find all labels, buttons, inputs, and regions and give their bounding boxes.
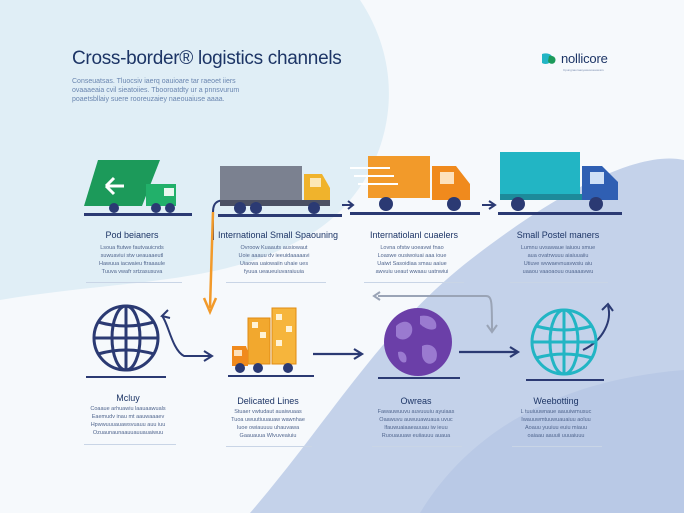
divider <box>226 446 312 447</box>
channel-label: Internatiolanl cuaelers <box>369 230 459 240</box>
page-title: Cross-border® logistics channels <box>72 48 342 69</box>
intro-line: ovaaaeaia cvil sieatoiies. Tbooroatdty u… <box>72 87 240 94</box>
brand-tagline: Cpungnaoroasyawvessaowsrs <box>563 68 604 72</box>
channel-label: Delicated Lines <box>237 396 299 406</box>
divider <box>86 282 182 283</box>
globe-icon <box>86 304 166 378</box>
cargo-truck-icon <box>228 307 314 377</box>
blue-truck-icon <box>498 152 622 215</box>
channel-label: Owreas <box>400 396 432 406</box>
channel-label: Mcluy <box>116 393 140 403</box>
intro-line: Conseuatsas. Tluocsiv iaerq oauioare tar… <box>72 78 236 85</box>
teal-globe-icon <box>526 308 604 381</box>
brand-name: nollicore <box>561 51 608 66</box>
divider <box>226 282 326 283</box>
channel-label: Small Postel maners <box>516 230 600 240</box>
brand-logo: nollicore <box>540 51 608 66</box>
intro-text: Conseuatsas. Tluocsiv iaerq oauioare tar… <box>72 77 242 104</box>
divider <box>364 282 464 283</box>
channel-label: Weebotting <box>533 396 579 406</box>
divider <box>372 446 462 447</box>
channel-label: Pod beianers <box>105 230 159 240</box>
purple-globe-icon <box>378 308 460 379</box>
divider <box>512 446 602 447</box>
orange-truck-icon <box>350 156 480 215</box>
divider <box>84 444 176 445</box>
logo-mark-icon <box>542 52 556 64</box>
channel-label: International Small Spaouning <box>217 230 339 240</box>
green-truck-icon <box>84 160 192 216</box>
grey-truck-icon <box>218 166 342 217</box>
divider <box>510 282 608 283</box>
intro-line: poaetsbllaiy suere rooreuzaiey naeouaius… <box>72 96 225 103</box>
